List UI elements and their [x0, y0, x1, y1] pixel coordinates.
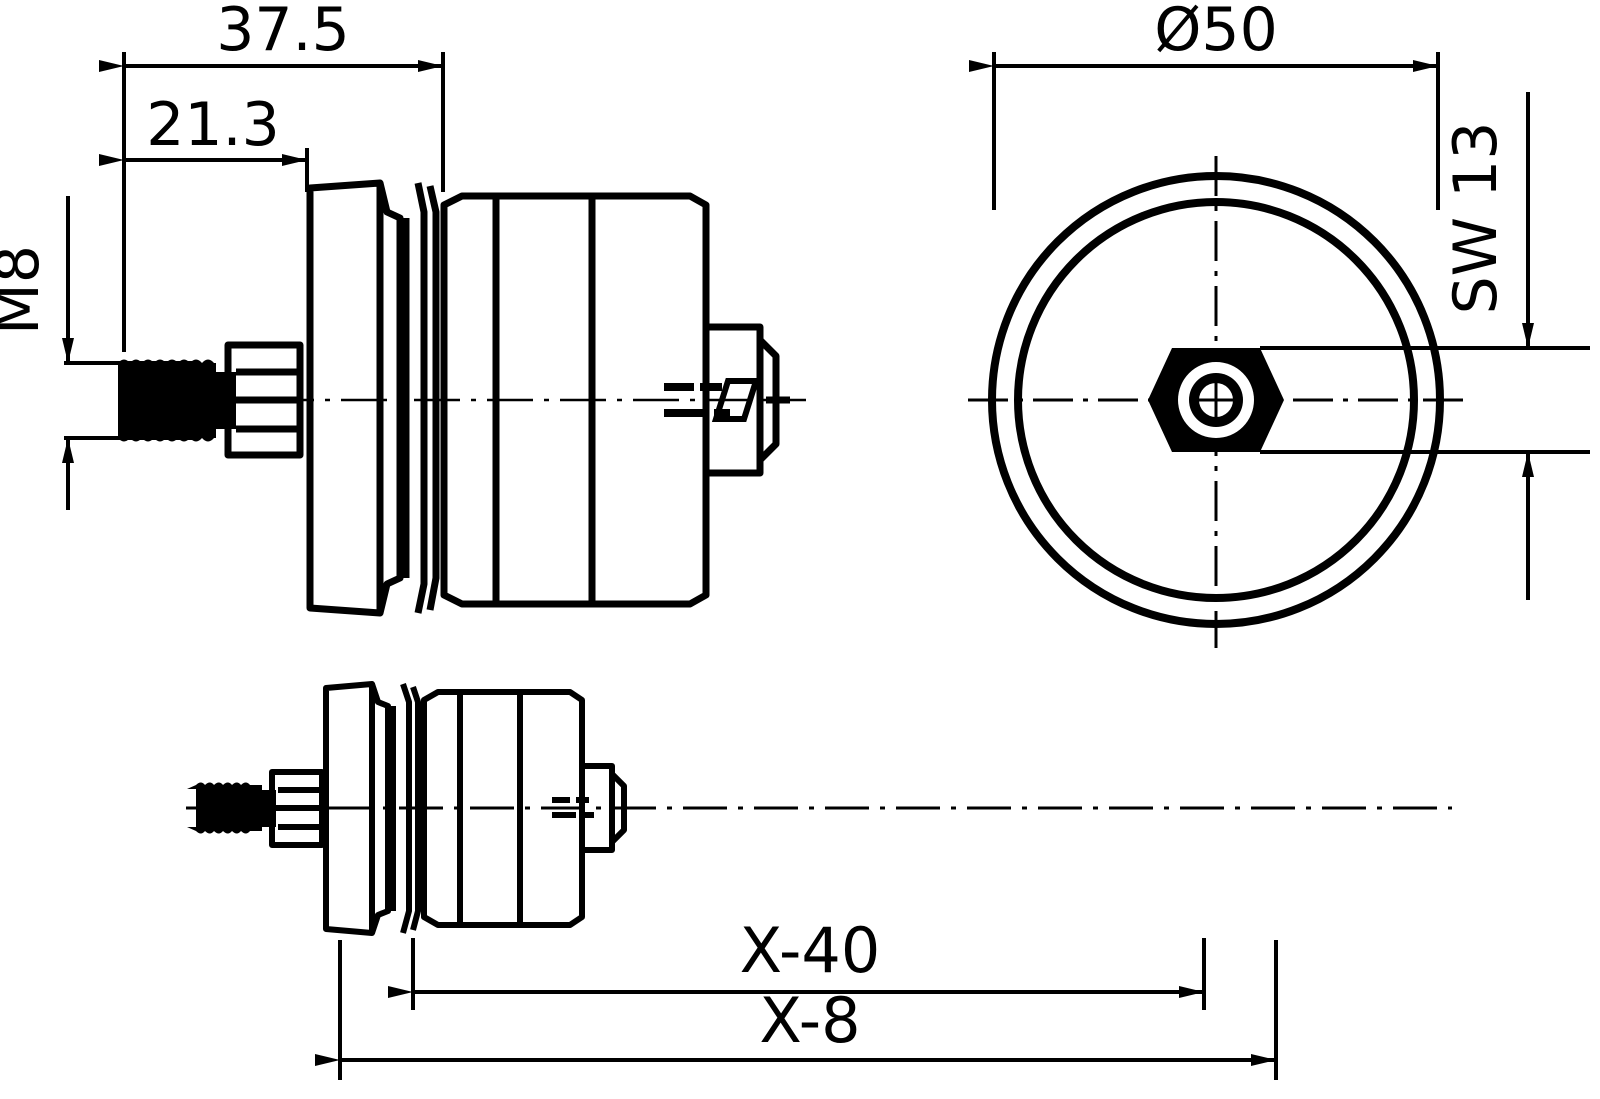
- left-hex-socket: [552, 797, 594, 818]
- dimension-label-x-40: X-40: [740, 914, 881, 987]
- seal-groove: [376, 182, 440, 614]
- center-hex-nut: [1148, 348, 1284, 452]
- dimension-label-37-5: 37.5: [216, 0, 350, 65]
- stud-hex-collar: [224, 341, 304, 459]
- dimension-diameter-50: Ø50: [969, 0, 1440, 210]
- dimension-m8: M8: [0, 196, 200, 510]
- hex-nut-right: [706, 323, 790, 477]
- dimension-x-8: X-8: [315, 940, 1278, 1080]
- dimension-x-40: X-40: [388, 914, 1206, 1010]
- dimension-sw-13: SW 13: [1260, 92, 1590, 600]
- front-view: Ø50 SW 13: [968, 0, 1590, 648]
- left-collar: [269, 769, 325, 848]
- roller-body: [440, 192, 710, 608]
- left-seal-groove: [369, 683, 421, 934]
- dimension-label-m8: M8: [0, 245, 53, 335]
- collar-shank: [236, 368, 300, 433]
- hex-socket-slot: [664, 378, 761, 422]
- dimension-label-x-8: X-8: [759, 984, 860, 1057]
- side-view: 37.5 21.3 M8: [0, 0, 806, 617]
- dimension-label-sw-13: SW 13: [1441, 122, 1511, 315]
- dimension-label-diameter-50: Ø50: [1154, 0, 1278, 65]
- dimension-37-5: 37.5: [99, 0, 445, 352]
- left-roller-body: [421, 689, 585, 928]
- assembly-roller-left: [187, 681, 627, 936]
- left-hex-nut: [582, 763, 627, 853]
- assembly-view: X-40 X-8: [186, 681, 1452, 1080]
- left-stud: [187, 782, 276, 834]
- dimension-21-3: 21.3: [99, 90, 309, 192]
- dimension-label-21-3: 21.3: [146, 90, 280, 160]
